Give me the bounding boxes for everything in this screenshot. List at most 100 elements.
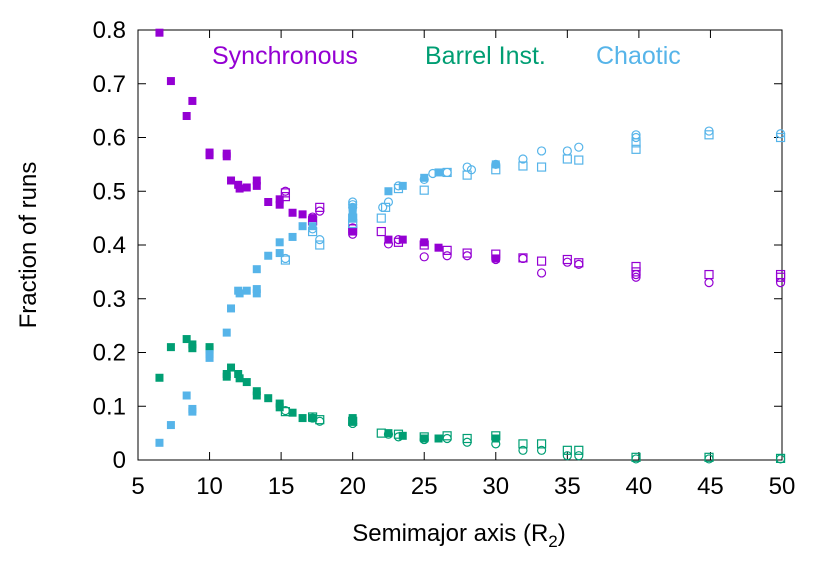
data-point-filled-square [182, 391, 191, 400]
data-point-filled-square [275, 249, 284, 258]
data-point-filled-square [182, 112, 191, 120]
data-point-filled-square [188, 96, 197, 105]
data-point-filled-square [288, 232, 297, 241]
data-point-open-circle [442, 167, 452, 178]
data-point-open-square [775, 272, 786, 282]
data-point-filled-square [234, 370, 243, 378]
data-point-open-square [562, 254, 572, 265]
data-point-filled-square [264, 251, 273, 260]
data-point-filled-square [252, 265, 261, 274]
data-point-filled-square [252, 176, 261, 185]
data-point-filled-square [348, 208, 357, 217]
data-point-open-square [518, 439, 528, 449]
data-point-open-square [280, 192, 291, 202]
data-point-filled-square [252, 289, 261, 298]
x-tick-label: 5 [131, 473, 144, 500]
data-point-open-circle [704, 126, 714, 136]
data-point-filled-square [384, 429, 393, 438]
data-point-open-circle [383, 239, 394, 249]
data-point-open-circle [518, 154, 528, 164]
data-point-open-circle [631, 272, 641, 282]
data-point-open-circle [348, 197, 358, 207]
data-point-open-circle [419, 174, 429, 185]
data-point-open-circle [462, 437, 472, 447]
data-point-open-square [491, 249, 501, 259]
data-point-open-circle [631, 269, 641, 280]
data-point-open-circle [428, 168, 438, 179]
data-point-filled-square [288, 208, 297, 217]
data-point-filled-square [235, 374, 244, 383]
data-point-open-square [376, 226, 386, 237]
y-tick-label: 0.6 [93, 125, 126, 152]
data-point-open-circle [280, 253, 291, 264]
data-point-filled-square [188, 344, 197, 353]
x-tick-label: 30 [482, 473, 509, 500]
data-point-open-circle [574, 259, 584, 269]
data-point-open-square [315, 240, 325, 250]
y-tick-label: 0.3 [93, 286, 126, 313]
data-point-open-square [518, 161, 528, 171]
data-point-filled-square [491, 434, 500, 443]
data-point-open-square [631, 267, 641, 277]
data-point-open-circle [536, 146, 547, 156]
legend-label-chaotic: Chaotic [596, 42, 681, 70]
data-point-open-square [491, 165, 501, 175]
data-point-open-circle [462, 251, 472, 261]
data-point-open-square [775, 269, 786, 280]
data-point-open-square [462, 433, 472, 444]
data-point-open-circle [574, 142, 584, 152]
data-point-open-square [562, 154, 572, 164]
data-point-open-square [574, 155, 584, 165]
data-point-open-square [462, 248, 472, 258]
data-point-filled-square [298, 222, 307, 231]
x-axis-label-main: Semimajor axis (R [352, 520, 548, 547]
data-point-open-circle [775, 454, 786, 464]
data-point-filled-square [205, 151, 214, 160]
data-point-open-square [393, 429, 404, 439]
data-point-open-square [376, 428, 386, 438]
data-point-open-circle [419, 434, 429, 445]
data-point-filled-square [252, 285, 261, 294]
y-axis-label: Fraction of runs [15, 162, 42, 329]
data-point-open-circle [393, 181, 404, 191]
data-point-filled-square [264, 198, 273, 206]
data-point-filled-square [222, 328, 231, 337]
data-point-open-circle [631, 454, 641, 464]
data-point-open-circle [631, 130, 641, 140]
data-point-open-circle [383, 429, 394, 439]
data-point-filled-square [227, 176, 236, 185]
x-tick-label: 40 [626, 473, 653, 500]
data-point-open-circle [704, 454, 714, 464]
data-point-open-circle [378, 202, 388, 212]
data-point-filled-square [166, 343, 175, 352]
data-point-filled-square [275, 403, 284, 412]
data-point-filled-square [242, 183, 251, 192]
x-tick-label: 35 [554, 473, 581, 500]
data-point-open-circle [775, 129, 786, 139]
legend-label-synchronous: Synchronous [212, 42, 358, 70]
data-point-filled-square [242, 286, 251, 295]
data-point-open-circle [518, 253, 528, 264]
data-point-filled-square [348, 214, 357, 223]
data-point-filled-square [288, 408, 297, 417]
data-point-filled-square [348, 203, 357, 212]
data-point-open-circle [419, 252, 429, 262]
x-tick-label: 45 [697, 473, 724, 500]
data-point-open-square [442, 431, 452, 441]
y-tick-label: 0.4 [93, 232, 126, 259]
x-tick-label: 20 [339, 473, 366, 500]
data-point-open-circle [562, 146, 572, 156]
data-point-open-square [536, 439, 547, 449]
data-point-open-circle [348, 229, 358, 239]
data-point-filled-square [298, 414, 307, 423]
data-point-filled-square [384, 187, 393, 196]
legend-label-barrel-inst: Barrel Inst. [425, 42, 546, 70]
data-point-filled-square [298, 210, 307, 219]
y-tick-label: 0.8 [93, 17, 126, 44]
data-point-filled-square [205, 345, 214, 354]
data-point-filled-square [275, 195, 284, 204]
data-point-open-circle [280, 405, 291, 416]
data-point-open-circle [315, 206, 325, 216]
data-point-open-square [562, 445, 572, 455]
